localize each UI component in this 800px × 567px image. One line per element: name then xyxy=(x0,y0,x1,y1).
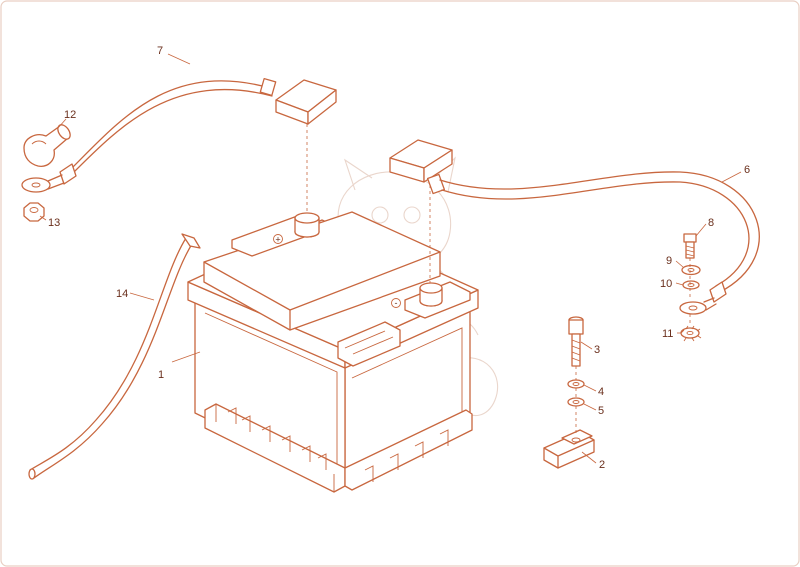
lock-washer-part-11 xyxy=(680,325,702,342)
bolt-part-3 xyxy=(568,316,584,367)
negative-terminal-mark: - xyxy=(395,298,398,308)
bolt-part-8 xyxy=(683,233,697,259)
terminal-cap-part-12 xyxy=(23,124,71,167)
callout-13: 13 xyxy=(48,217,60,229)
nut-part-13 xyxy=(23,202,45,222)
assembly-guide-lines xyxy=(306,124,691,434)
callout-12: 12 xyxy=(64,109,76,121)
hold-down-clamp-part-2 xyxy=(543,429,595,469)
callout-labels: 1 2 3 4 5 6 7 8 9 10 11 12 13 14 xyxy=(48,45,750,471)
callout-11: 11 xyxy=(662,328,673,340)
callout-7: 7 xyxy=(157,45,163,57)
callout-9: 9 xyxy=(666,255,672,267)
callout-10: 10 xyxy=(660,278,672,290)
battery-part-1: + - xyxy=(187,211,479,493)
callout-8: 8 xyxy=(708,217,714,229)
callout-6: 6 xyxy=(744,164,750,176)
callout-3: 3 xyxy=(594,344,600,356)
callout-4: 4 xyxy=(598,386,604,398)
ground-strap-part-14 xyxy=(28,233,201,480)
washer-part-9 xyxy=(681,264,701,276)
positive-cable-part-7 xyxy=(21,77,337,193)
washer-part-5 xyxy=(567,397,585,407)
callout-5: 5 xyxy=(598,405,604,417)
negative-cable-part-6 xyxy=(389,139,760,315)
callout-1: 1 xyxy=(158,369,164,381)
callout-14: 14 xyxy=(116,288,128,300)
washer-part-4 xyxy=(567,379,585,389)
callout-leaders xyxy=(39,53,742,464)
positive-terminal-mark: + xyxy=(275,235,280,245)
washer-part-10 xyxy=(682,280,700,290)
callout-2: 2 xyxy=(599,459,605,471)
